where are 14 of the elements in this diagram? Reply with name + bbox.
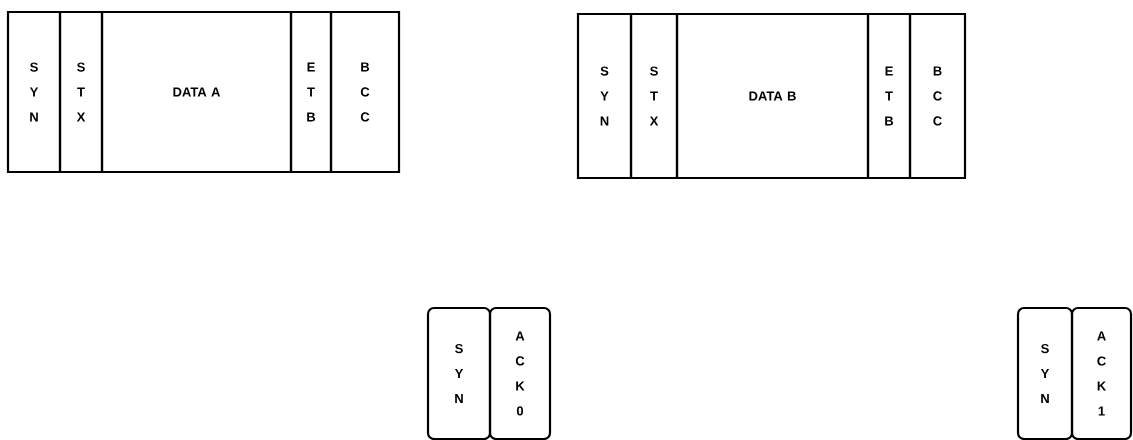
field-cell: E T B — [866, 12, 912, 180]
field-cell: S Y N — [6, 10, 62, 174]
field-cell: S Y N — [576, 12, 633, 180]
field-cell: E T B — [289, 10, 333, 174]
field-cell: DATA A — [100, 10, 293, 174]
field-cell: A C K 0 — [488, 306, 552, 440]
field-cell: S T X — [58, 10, 104, 174]
field-cell: S Y N — [426, 306, 492, 440]
field-cell: B C C — [908, 12, 967, 180]
field-cell: A C K 1 — [1070, 306, 1133, 440]
field-cell: S T X — [629, 12, 679, 180]
field-cell: DATA B — [675, 12, 870, 180]
field-cell: S Y N — [1016, 306, 1074, 440]
field-cell: B C C — [329, 10, 401, 174]
